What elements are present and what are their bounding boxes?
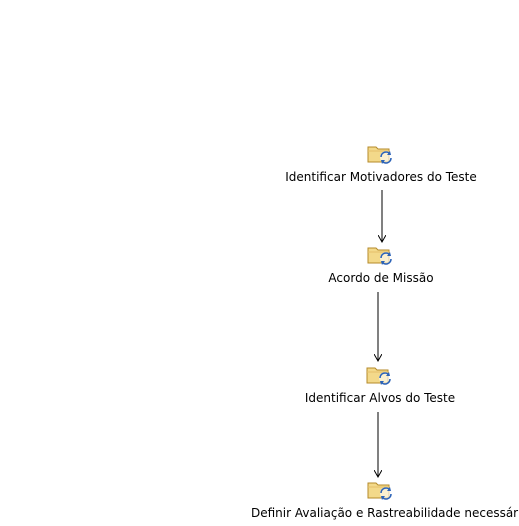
- task-refresh-icon: [367, 146, 392, 164]
- task-refresh-icon: [366, 367, 391, 385]
- task-node[interactable]: Acordo de Missão: [251, 244, 511, 286]
- node-label: Definir Avaliação e Rastreabilidade nece…: [251, 506, 519, 520]
- task-node[interactable]: Definir Avaliação e Rastreabilidade nece…: [251, 479, 519, 521]
- task-refresh-icon: [367, 482, 392, 500]
- node-label: Identificar Motivadores do Teste: [285, 170, 477, 184]
- node-label: Acordo de Missão: [328, 271, 434, 285]
- node-label: Identificar Alvos do Teste: [304, 391, 456, 405]
- task-refresh-icon: [367, 247, 392, 265]
- task-node[interactable]: Identificar Alvos do Teste: [250, 364, 510, 406]
- task-node[interactable]: Identificar Motivadores do Teste: [251, 143, 511, 185]
